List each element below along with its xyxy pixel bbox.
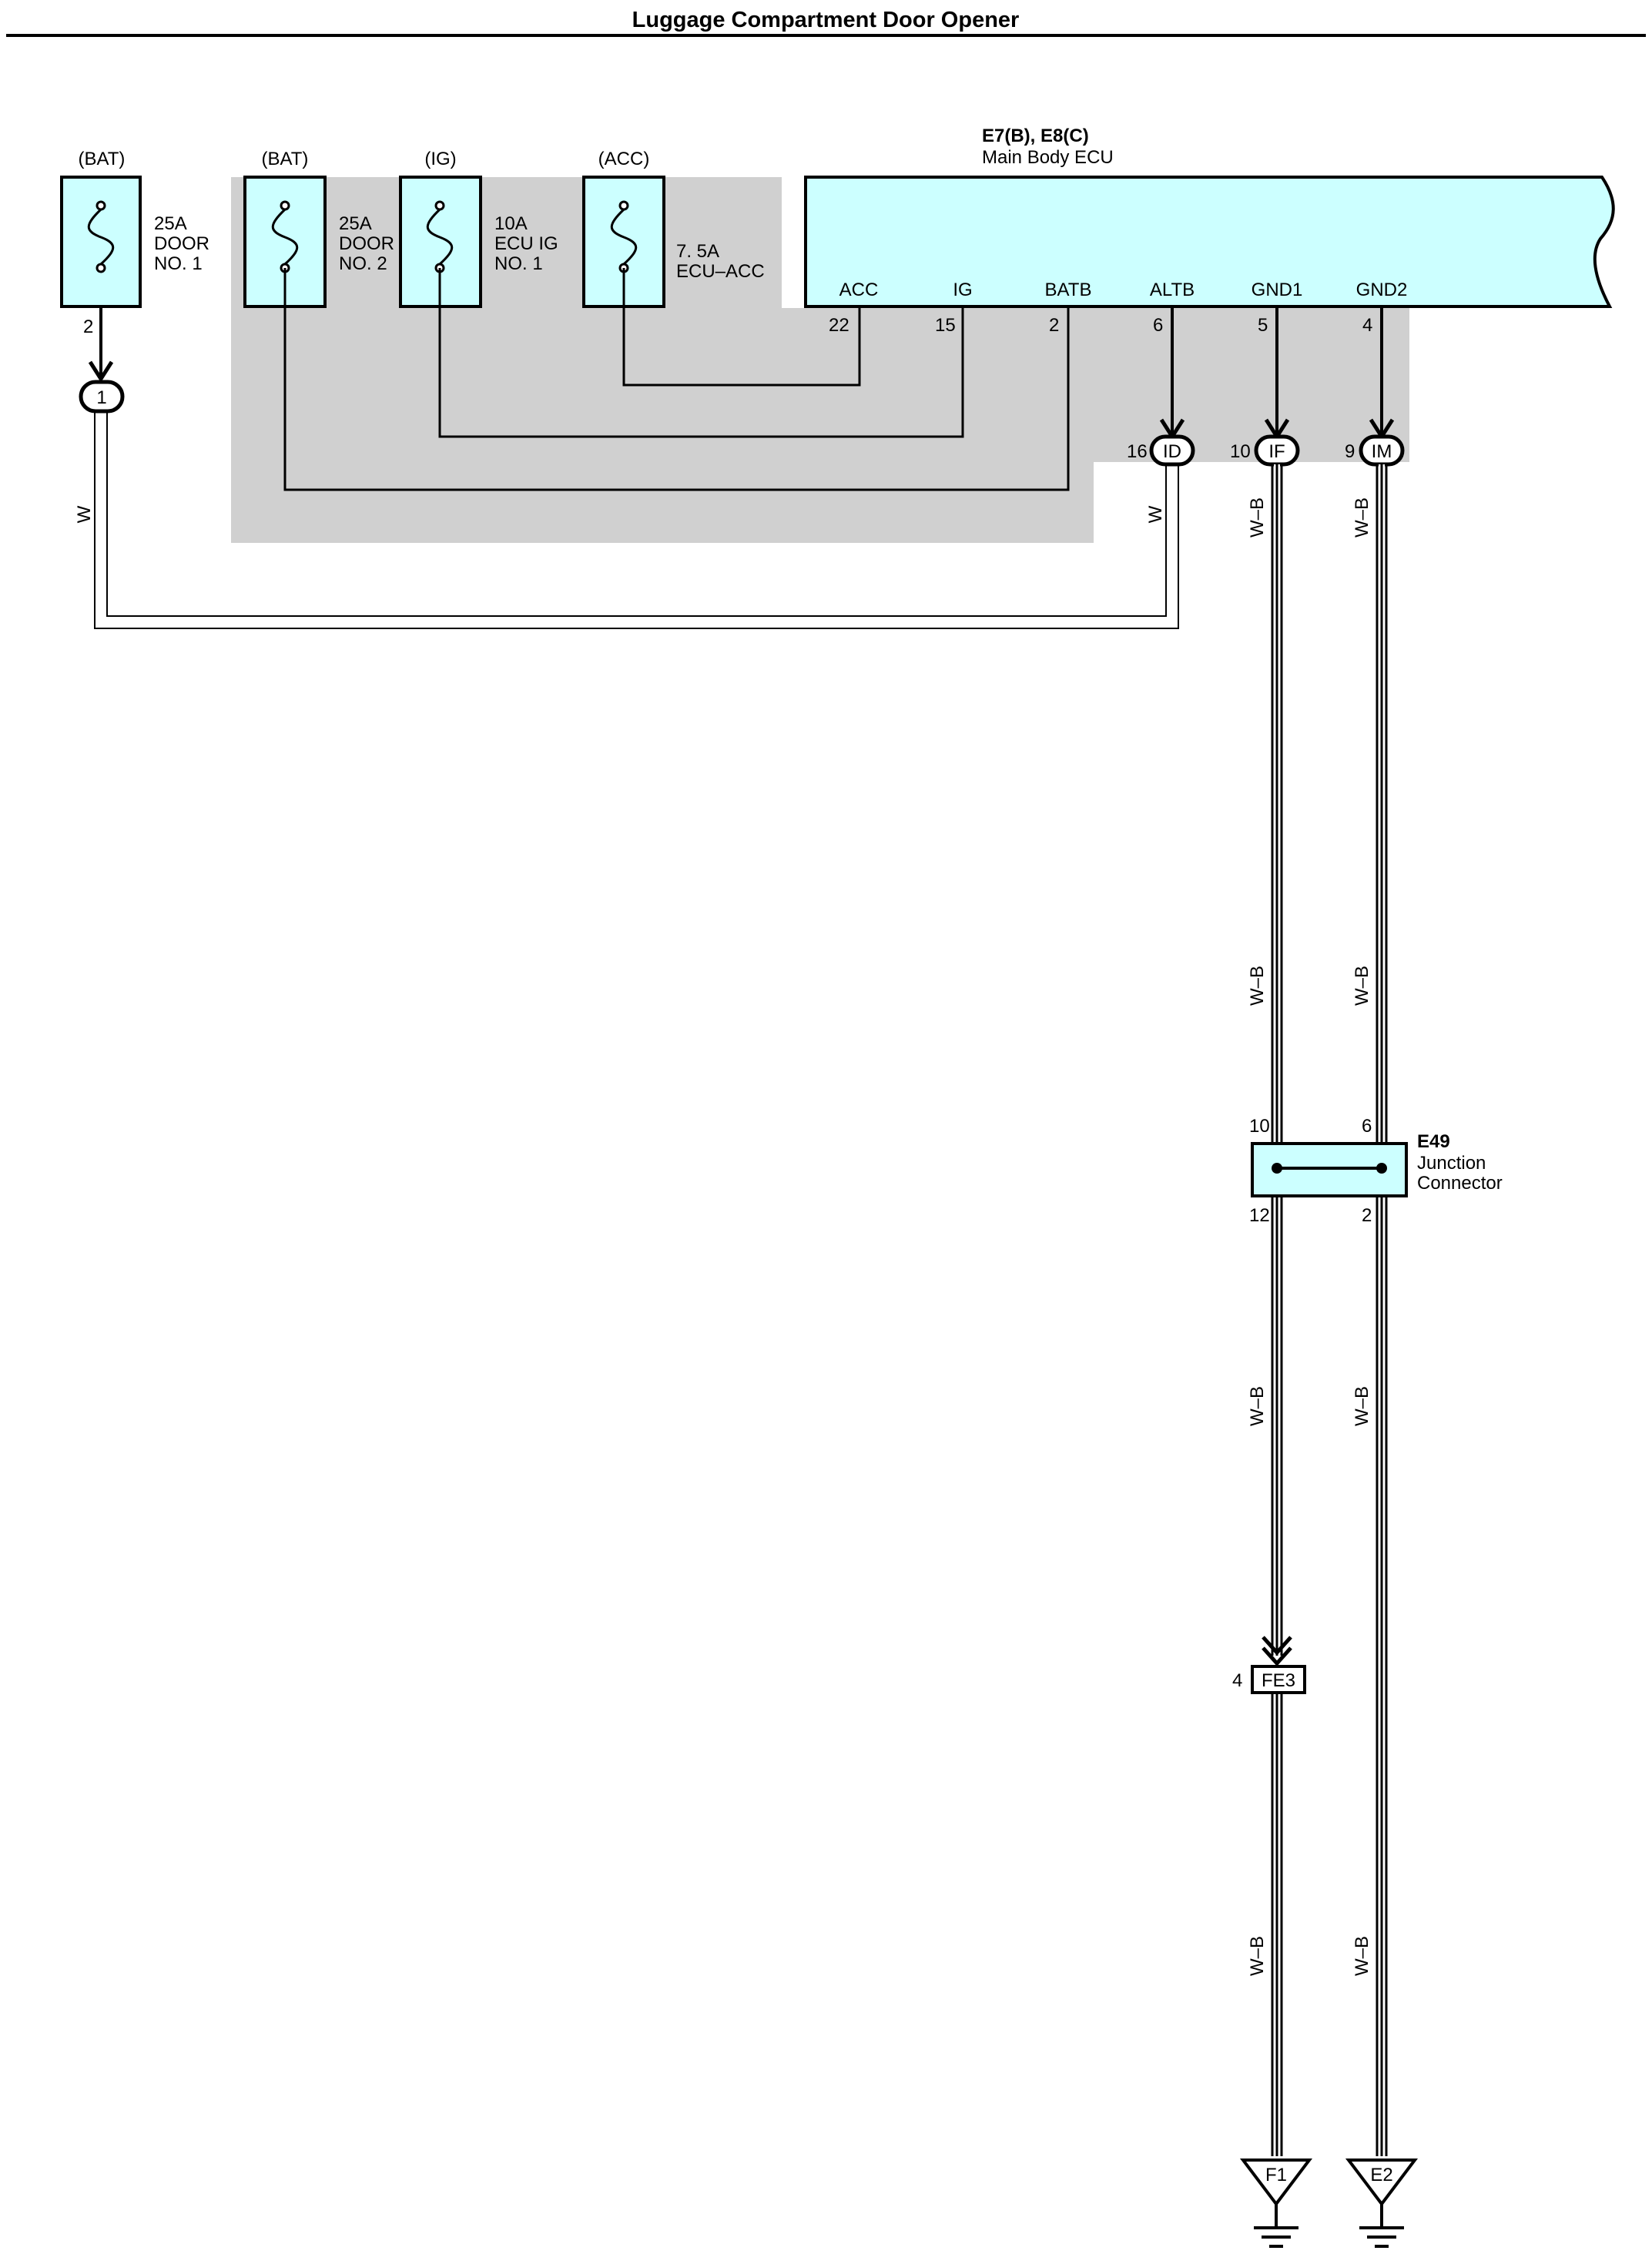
ecu-pin-gnd1: 5 bbox=[1258, 315, 1268, 336]
wb-label-2c: W–B bbox=[1352, 1386, 1372, 1426]
ecu-pin-altb: 6 bbox=[1153, 315, 1163, 336]
ground-f1-icon bbox=[1239, 2159, 1313, 2248]
wire-ig bbox=[438, 268, 964, 438]
e49-pin-top-left: 10 bbox=[1249, 1116, 1270, 1137]
ground-f1-label: F1 bbox=[1265, 2165, 1287, 2185]
fuse-1-box bbox=[60, 176, 142, 308]
wb-wire-gnd1 bbox=[1271, 464, 1283, 2156]
ecu-name: Main Body ECU bbox=[982, 147, 1114, 168]
fuse-1-pin: 2 bbox=[83, 316, 93, 337]
fuse-3-source: (IG) bbox=[424, 149, 456, 169]
fuse-4-source: (ACC) bbox=[598, 149, 650, 169]
wire-batb bbox=[283, 268, 1070, 491]
fuse-1-symbol bbox=[87, 200, 115, 273]
fuse-2-source: (BAT) bbox=[262, 149, 309, 169]
fuse-2-name: DOOR bbox=[339, 233, 394, 254]
fuse-3-name: ECU IG bbox=[494, 233, 558, 254]
connector-if-label: IF bbox=[1268, 441, 1285, 462]
connector-id-label: ID bbox=[1163, 441, 1181, 462]
fe3-double-arrow-icon bbox=[1262, 1636, 1292, 1666]
ecu-terminal-batb: BATB bbox=[1045, 280, 1092, 300]
wire-acc bbox=[622, 268, 861, 387]
ecu-terminal-gnd1: GND1 bbox=[1252, 280, 1303, 300]
ecu-terminal-acc: ACC bbox=[839, 280, 879, 300]
wb-label-2d: W–B bbox=[1352, 1936, 1372, 1976]
w-wire-label-left: W bbox=[74, 505, 95, 523]
fe3-label: FE3 bbox=[1262, 1670, 1295, 1691]
connector-id-pin: 16 bbox=[1127, 441, 1148, 462]
wb-label-2b: W–B bbox=[1352, 966, 1372, 1006]
fuse-3-rating: 10A bbox=[494, 213, 528, 234]
ecu-pin-batb: 2 bbox=[1049, 315, 1059, 336]
fuse-1-rating: 25A bbox=[154, 213, 187, 234]
connector-if-pin: 10 bbox=[1230, 441, 1251, 462]
ground-e2-icon bbox=[1345, 2159, 1419, 2248]
e49-pin-bottom-left: 12 bbox=[1249, 1205, 1270, 1226]
e49-node-left bbox=[1272, 1163, 1282, 1174]
junction-1-connector bbox=[79, 380, 125, 414]
e49-pin-top-right: 6 bbox=[1362, 1116, 1372, 1137]
ground-e2-label: E2 bbox=[1370, 2165, 1392, 2185]
wb-wire-gnd2 bbox=[1376, 464, 1388, 2156]
w-wire-label-right: W bbox=[1145, 505, 1166, 523]
e49-code: E49 bbox=[1417, 1131, 1450, 1152]
w-wire bbox=[94, 411, 1179, 629]
fuse-4-rating: 7. 5A bbox=[676, 241, 719, 262]
wb-label-1c: W–B bbox=[1247, 1386, 1268, 1426]
ecu-box bbox=[804, 176, 1615, 308]
fuse-1-source: (BAT) bbox=[79, 149, 126, 169]
junction-1-label: 1 bbox=[96, 387, 106, 408]
fuse-2-number: NO. 2 bbox=[339, 253, 387, 274]
wb-label-1a: W–B bbox=[1247, 497, 1268, 538]
fuse-1-name: DOOR bbox=[154, 233, 209, 254]
wb-label-2a: W–B bbox=[1352, 497, 1372, 538]
fuse-4-name: ECU–ACC bbox=[676, 261, 765, 282]
fe3-connector bbox=[1251, 1665, 1306, 1694]
fuse-3-symbol bbox=[426, 200, 454, 273]
ecu-pin-ig: 15 bbox=[935, 315, 956, 336]
diagram-title: Luggage Compartment Door Opener bbox=[632, 8, 1020, 32]
ecu-pin-gnd2: 4 bbox=[1362, 315, 1372, 336]
fuse-2-rating: 25A bbox=[339, 213, 372, 234]
fuse-1-number: NO. 1 bbox=[154, 253, 203, 274]
e49-name-line2: Connector bbox=[1417, 1173, 1503, 1194]
fuse-1-arrow-icon bbox=[88, 360, 114, 383]
e49-name-line1: Junction bbox=[1417, 1153, 1486, 1174]
ecu-terminal-gnd2: GND2 bbox=[1356, 280, 1408, 300]
ecu-pin-acc: 22 bbox=[829, 315, 849, 336]
wb-label-1b: W–B bbox=[1247, 966, 1268, 1006]
fe3-pin: 4 bbox=[1232, 1670, 1242, 1691]
junction-block-shade bbox=[231, 177, 1409, 543]
connector-im-pin: 9 bbox=[1345, 441, 1355, 462]
wb-label-1d: W–B bbox=[1247, 1936, 1268, 1976]
connector-im-label: IM bbox=[1372, 441, 1392, 462]
ecu-terminal-ig: IG bbox=[953, 280, 972, 300]
fuse-3-number: NO. 1 bbox=[494, 253, 543, 274]
ecu-terminal-altb: ALTB bbox=[1150, 280, 1195, 300]
ecu-code: E7(B), E8(C) bbox=[982, 126, 1089, 146]
e49-pin-bottom-right: 2 bbox=[1362, 1205, 1372, 1226]
connector-id bbox=[1149, 434, 1195, 467]
e49-node-right bbox=[1376, 1163, 1387, 1174]
